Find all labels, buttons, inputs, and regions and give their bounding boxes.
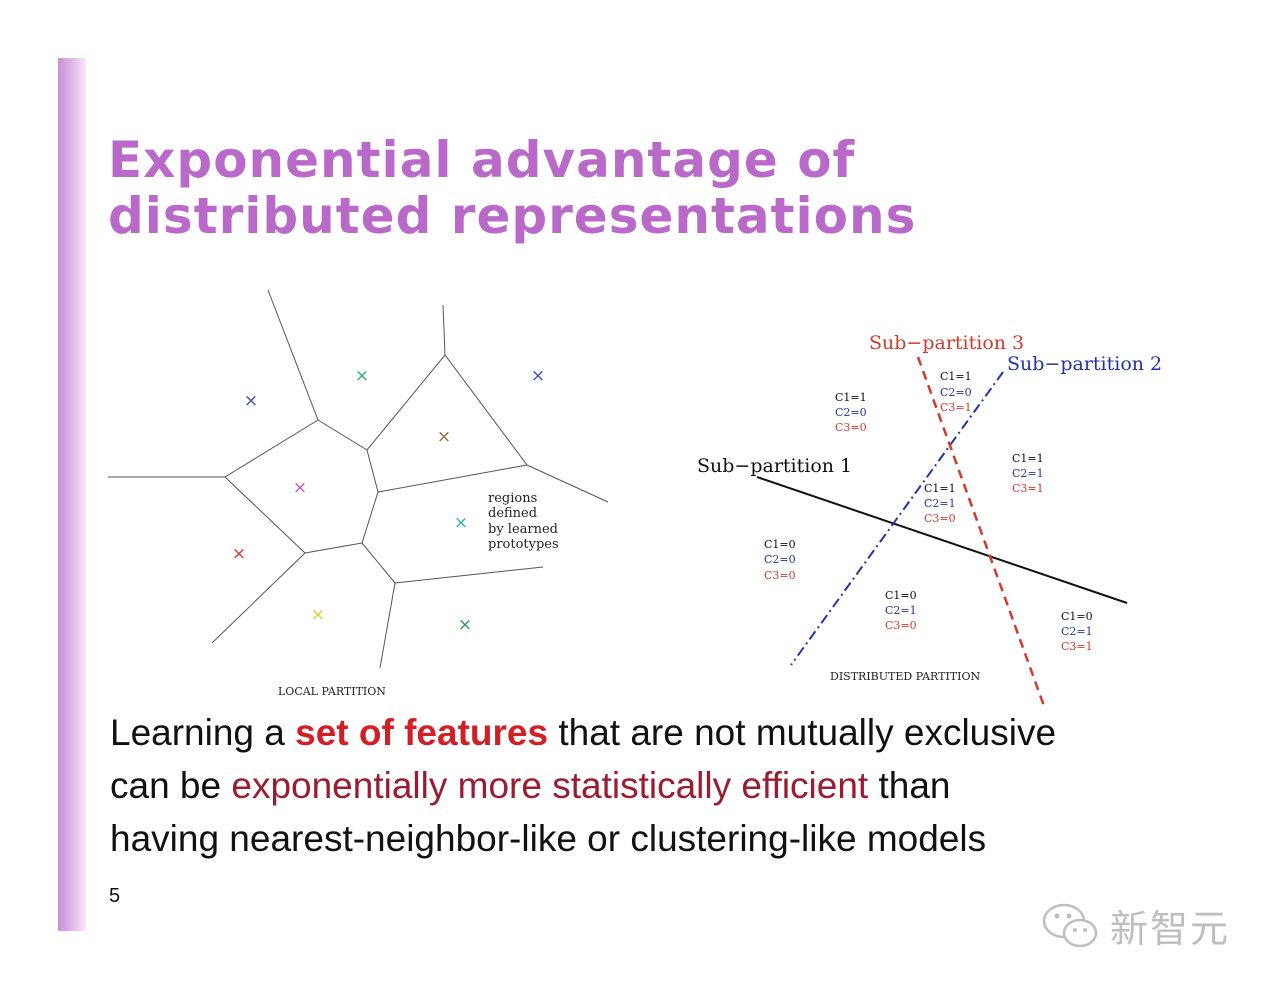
region-code-block: C1=1 C2=0 C3=1 <box>940 370 972 414</box>
region-c3: C3=1 <box>1061 640 1093 653</box>
slide-title: Exponential advantage of distributed rep… <box>108 131 917 245</box>
voronoi-edge <box>361 491 379 544</box>
prototype-marker: × <box>311 605 325 625</box>
prototype-marker: × <box>232 544 246 564</box>
sub-partition-1-line <box>756 476 1128 604</box>
region-codes: C1=1 C2=0 C3=0 C1=1 C2=0 C3=1 C1=1 C2=1 … <box>764 370 1093 653</box>
watermark-text: 新智元 <box>1110 907 1231 951</box>
region-code-block: C1=0 C2=1 C3=0 <box>885 589 917 632</box>
voronoi-edge <box>377 464 528 493</box>
regions-label-line: prototypes <box>488 537 559 552</box>
sub-partition-1-label: Sub−partition 1 <box>697 455 852 477</box>
region-code-block: C1=1 C2=1 C3=0 <box>924 482 956 525</box>
region-c3: C3=1 <box>1012 482 1044 495</box>
sub-partition-2-line <box>790 371 1004 666</box>
region-code-block: C1=0 C2=1 C3=1 <box>1061 610 1093 653</box>
voronoi-edge <box>267 289 319 421</box>
regions-label-line: regions <box>488 491 537 506</box>
region-c2: C2=1 <box>1012 467 1044 480</box>
slide-body-text: Learning a set of features that are not … <box>110 706 1220 865</box>
prototype-marker: × <box>293 478 307 498</box>
voronoi-edge <box>224 419 319 478</box>
region-c1: C1=1 <box>1012 452 1044 465</box>
region-c2: C2=1 <box>885 604 917 617</box>
body-line1-post: that are not mutually exclusive <box>548 712 1057 753</box>
region-c3: C3=0 <box>764 569 796 582</box>
voronoi-edge <box>366 354 446 451</box>
region-c3: C3=0 <box>924 512 956 525</box>
body-line2-post: than <box>868 765 951 806</box>
prototype-markers: × × × × × × × × × <box>232 366 545 635</box>
regions-label: regions defined by learned prototypes <box>488 491 559 552</box>
voronoi-edge <box>394 566 544 584</box>
region-c1: C1=1 <box>924 482 956 495</box>
prototype-marker: × <box>531 366 545 386</box>
region-c1: C1=0 <box>1061 610 1093 623</box>
voronoi-edge <box>211 552 306 644</box>
voronoi-edge <box>379 582 396 669</box>
region-c3: C3=0 <box>835 421 867 434</box>
prototype-marker: × <box>244 391 258 411</box>
region-code-block: C1=1 C2=0 C3=0 <box>835 391 867 434</box>
body-line2-highlight: exponentially more statistically efficie… <box>231 765 869 806</box>
prototype-marker: × <box>355 366 369 386</box>
local-partition-caption: LOCAL PARTITION <box>278 685 386 698</box>
voronoi-edge <box>224 476 306 554</box>
voronoi-edge <box>444 354 528 466</box>
region-c2: C2=0 <box>835 406 867 419</box>
wechat-icon <box>1042 903 1098 947</box>
prototype-marker: × <box>454 513 468 533</box>
region-c2: C2=1 <box>924 497 956 510</box>
region-c2: C2=0 <box>940 386 972 399</box>
distributed-partition-diagram: Sub−partition 1 Sub−partition 2 Sub−part… <box>697 332 1162 707</box>
region-c1: C1=1 <box>940 370 972 383</box>
region-c1: C1=0 <box>764 538 796 551</box>
voronoi-edge <box>361 542 396 584</box>
body-line3: having nearest-neighbor-like or clusteri… <box>110 818 987 859</box>
slide-accent-bar <box>58 58 86 931</box>
voronoi-edge <box>317 419 368 451</box>
local-partition-diagram <box>108 289 609 669</box>
body-line1-pre: Learning a <box>110 712 296 753</box>
prototype-marker: × <box>458 615 472 635</box>
watermark: 新智元 <box>1040 898 1230 953</box>
distributed-partition-caption: DISTRIBUTED PARTITION <box>830 670 981 683</box>
region-code-block: C1=0 C2=0 C3=0 <box>764 538 796 582</box>
region-c2: C2=0 <box>764 553 796 566</box>
voronoi-edge <box>526 464 609 503</box>
sub-partition-3-label: Sub−partition 3 <box>869 332 1024 354</box>
voronoi-edge <box>366 449 379 493</box>
region-c2: C2=1 <box>1061 625 1093 638</box>
region-c3: C3=1 <box>940 401 972 414</box>
body-line1-highlight: set of features <box>295 712 549 753</box>
sub-partition-3-line <box>916 356 1046 707</box>
body-line2-pre: can be <box>110 765 232 806</box>
regions-label-line: defined <box>488 506 537 521</box>
region-c3: C3=0 <box>885 619 917 632</box>
region-c1: C1=0 <box>885 589 917 602</box>
sub-partition-2-label: Sub−partition 2 <box>1007 353 1162 375</box>
page-number: 5 <box>109 885 121 907</box>
region-code-block: C1=1 C2=1 C3=1 <box>1012 452 1044 495</box>
prototype-marker: × <box>437 427 451 447</box>
region-c1: C1=1 <box>835 391 867 404</box>
regions-label-line: by learned <box>488 522 558 537</box>
voronoi-edge <box>304 542 363 554</box>
voronoi-edge <box>442 304 446 356</box>
